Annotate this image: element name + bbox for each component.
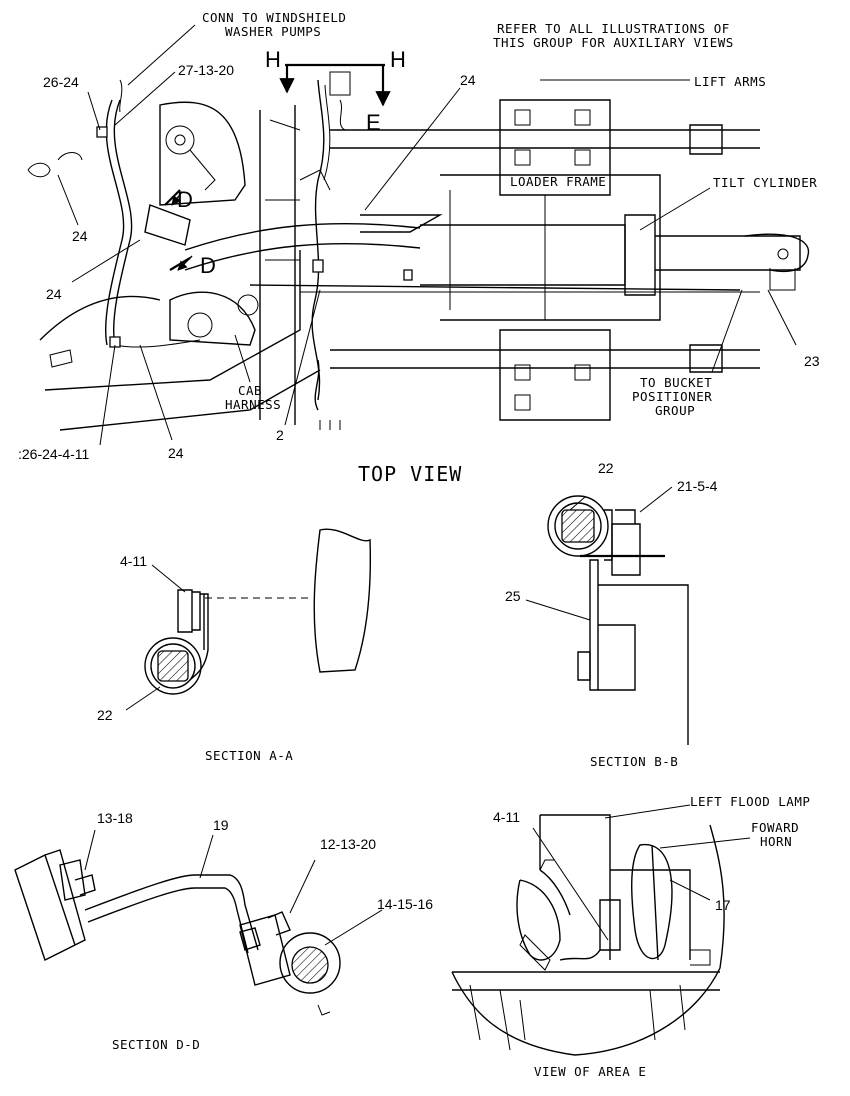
- note-conn-washer-line2: WASHER PUMPS: [225, 24, 321, 39]
- note-cab-harness-line2: HARNESS: [225, 397, 281, 412]
- section-marker-h-left: H: [265, 47, 281, 72]
- callout-22-section-bb: 22: [598, 460, 614, 476]
- view-area-e-drawing: [451, 804, 751, 1056]
- note-left-flood-lamp: LEFT FLOOD LAMP: [690, 794, 810, 809]
- callout-19: 19: [213, 817, 229, 833]
- callout-24-mid-left: 24: [46, 286, 62, 302]
- view-title-top-view: TOP VIEW: [358, 462, 462, 486]
- note-refer-line1: REFER TO ALL ILLUSTRATIONS OF: [497, 21, 730, 36]
- note-lift-arms: LIFT ARMS: [694, 74, 766, 89]
- callout-23: 23: [804, 353, 820, 369]
- view-title-section-bb: SECTION B-B: [590, 754, 678, 769]
- callout-24-bottom: 24: [168, 445, 184, 461]
- view-title-section-aa: SECTION A-A: [205, 748, 293, 763]
- callout-27-13-20: 27-13-20: [178, 62, 234, 78]
- section-dd-drawing: [14, 829, 383, 1016]
- note-bucket-line2: POSITIONER: [632, 389, 712, 404]
- section-marker-e: E: [366, 110, 381, 135]
- note-loader-frame: LOADER FRAME: [510, 174, 606, 189]
- callout-12-13-20: 12-13-20: [320, 836, 376, 852]
- callout-14-15-16: 14-15-16: [377, 896, 433, 912]
- note-forward-horn-line1: FOWARD: [751, 820, 799, 835]
- note-bucket-line1: TO BUCKET: [640, 375, 712, 390]
- section-marker-d-bottom: D: [200, 253, 216, 278]
- note-cab-harness-line1: CAB: [238, 383, 262, 398]
- note-bucket-line3: GROUP: [655, 403, 695, 418]
- callout-4-11-section-aa: 4-11: [120, 553, 147, 569]
- callout-13-18: 13-18: [97, 810, 133, 826]
- note-tilt-cylinder: TILT CYLINDER: [713, 175, 817, 190]
- section-marker-d-top: D: [177, 187, 193, 212]
- callout-25: 25: [505, 588, 521, 604]
- top-view-leaders: [57, 24, 797, 446]
- section-aa-drawing: [125, 528, 372, 711]
- note-refer-line2: THIS GROUP FOR AUXILIARY VIEWS: [493, 35, 734, 50]
- callout-26-24-4-11: :26-24-4-11: [18, 446, 90, 462]
- callout-21-5-4: 21-5-4: [677, 478, 718, 494]
- view-title-area-e: VIEW OF AREA E: [534, 1064, 646, 1079]
- view-title-section-dd: SECTION D-D: [112, 1037, 200, 1052]
- note-forward-horn-line2: HORN: [760, 834, 792, 849]
- callout-26-24-top: 26-24: [43, 74, 79, 90]
- callout-2: 2: [276, 427, 284, 443]
- note-conn-washer-line1: CONN TO WINDSHIELD: [202, 10, 346, 25]
- callout-4-11-area-e: 4-11: [493, 809, 520, 825]
- callout-24-left: 24: [72, 228, 88, 244]
- callout-22-section-aa: 22: [97, 707, 113, 723]
- callout-24-top: 24: [460, 72, 476, 88]
- callout-17: 17: [715, 897, 731, 913]
- top-view-drawing: [27, 63, 810, 431]
- annotation-text: CONN TO WINDSHIELD WASHER PUMPS REFER TO…: [18, 10, 820, 1079]
- section-marker-h-right: H: [390, 47, 406, 72]
- section-bb-drawing: [525, 486, 689, 745]
